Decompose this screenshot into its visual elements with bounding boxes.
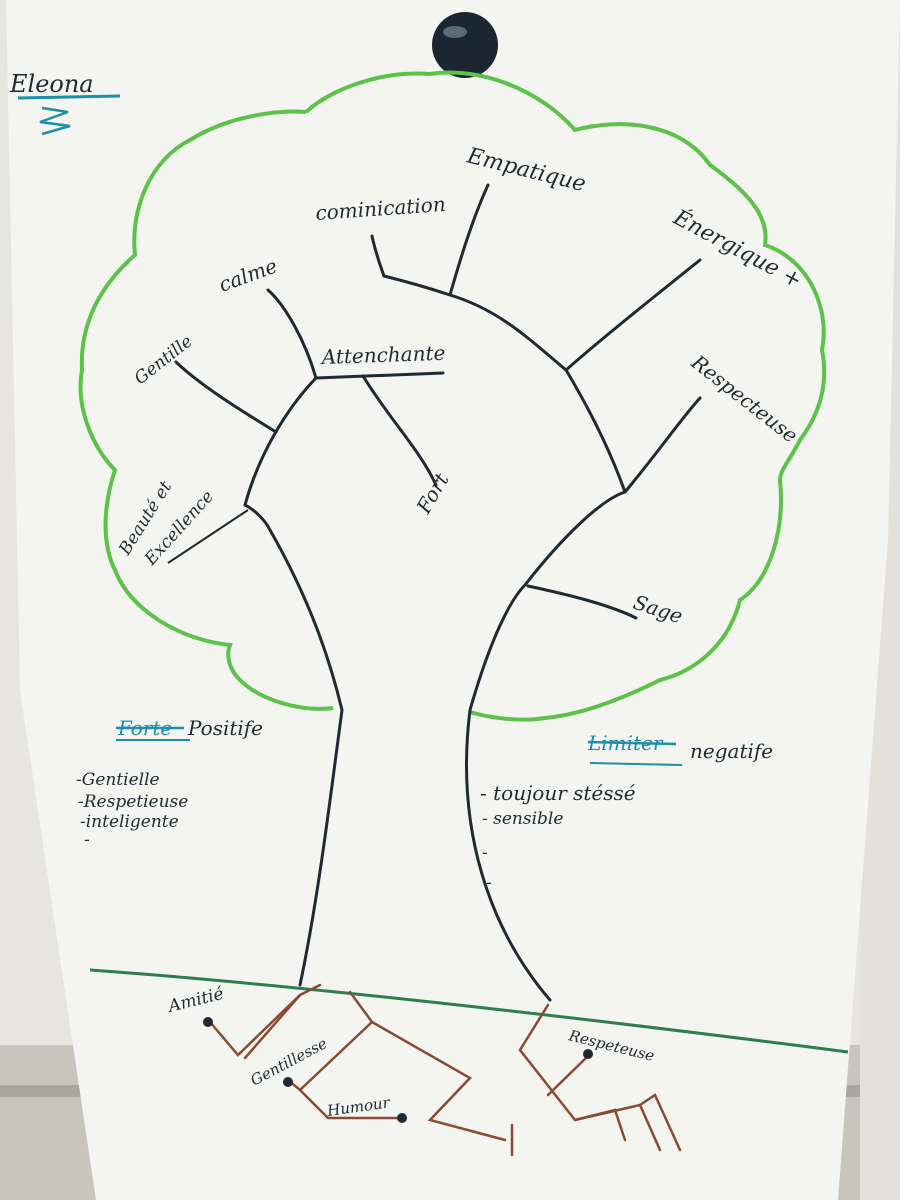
svg-text:Eleona: Eleona bbox=[9, 70, 94, 98]
paper-sheet bbox=[6, 0, 900, 1200]
positive-item-3: -inteligente bbox=[80, 812, 179, 832]
negative-item-1: - toujour stéssé bbox=[480, 781, 636, 805]
author-name: Eleona bbox=[9, 70, 121, 136]
tree-crown bbox=[78, 70, 827, 722]
negative-item-4: - bbox=[486, 873, 492, 893]
positive-section: Forte Positife -Gentielle -Respetieuse -… bbox=[76, 716, 263, 850]
beaute-underline bbox=[167, 509, 249, 564]
label-attachante: Attenchante bbox=[319, 341, 445, 369]
positive-heading: Positife bbox=[187, 716, 263, 740]
tree-trunk bbox=[174, 183, 702, 1002]
negative-heading: negatife bbox=[690, 739, 773, 763]
positive-item-4: - bbox=[84, 830, 90, 850]
negative-item-3: - bbox=[482, 843, 488, 863]
negative-item-2: - sensible bbox=[482, 809, 563, 829]
root-dots bbox=[203, 1017, 593, 1123]
magnet bbox=[432, 12, 498, 78]
negative-section: Limiter negatife - toujour stéssé - sens… bbox=[480, 731, 773, 893]
tree-roots bbox=[208, 983, 682, 1157]
positive-item-1: -Gentielle bbox=[76, 770, 160, 790]
positive-item-2: -Respetieuse bbox=[78, 792, 188, 812]
ground-line bbox=[89, 968, 849, 1054]
